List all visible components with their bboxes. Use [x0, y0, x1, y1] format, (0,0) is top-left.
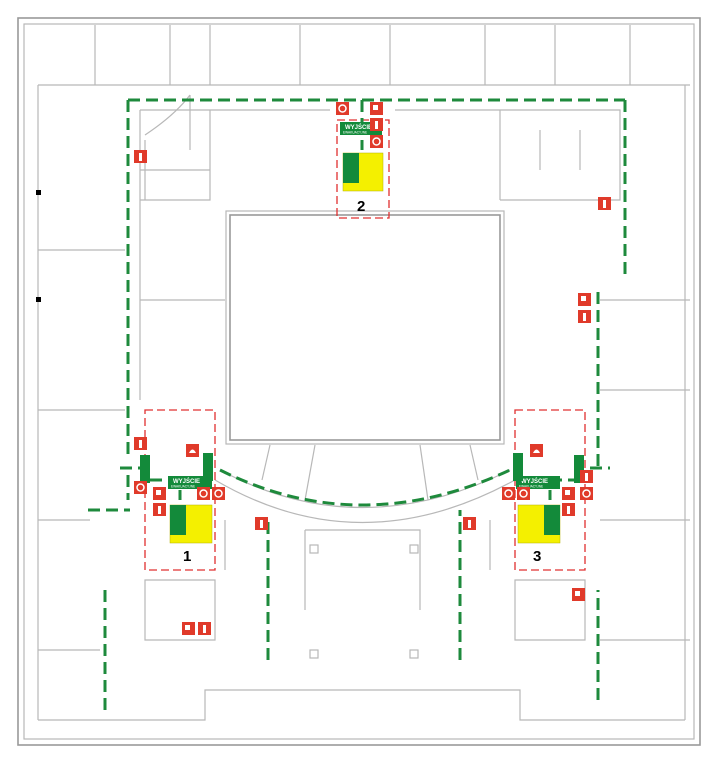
fire-extinguisher-icon [255, 517, 268, 530]
fire-extinguisher-icon [580, 470, 593, 483]
stair-number-2: 2 [357, 198, 365, 215]
fire-alarm-button-icon [502, 487, 515, 500]
hydrant-icon [572, 588, 585, 601]
fire-blanket-icon [530, 444, 543, 457]
exit-sign-vertical [140, 455, 150, 483]
svg-text:EWAKUACYJNE: EWAKUACYJNE [519, 485, 543, 489]
fire-extinguisher-icon [134, 437, 147, 450]
walls [17, 17, 701, 746]
safety-icons [134, 102, 611, 635]
staircase-1 [169, 504, 213, 544]
staircase-3 [517, 504, 561, 544]
fire-alarm-button-icon [580, 487, 593, 500]
running-man-icon [170, 505, 186, 535]
fire-extinguisher-icon [153, 503, 166, 516]
exit-sign-1: WYJŚCIE EWAKUACYJNE [168, 476, 212, 489]
fire-blanket-icon [186, 444, 199, 457]
evacuation-routes [88, 98, 627, 710]
hydrant-icon [578, 293, 591, 306]
fire-alarm-button-icon [517, 487, 530, 500]
fire-alarm-button-icon [370, 135, 383, 148]
stair-number-3: 3 [533, 548, 541, 565]
stair-number-1: 1 [183, 548, 191, 565]
hydrant-icon [153, 487, 166, 500]
fire-alarm-button-icon [197, 487, 210, 500]
fire-extinguisher-icon [134, 150, 147, 163]
fire-extinguisher-icon [463, 517, 476, 530]
exit-sign-vertical [574, 455, 584, 483]
hydrant-icon [370, 102, 383, 115]
exit-sign-3: WYJŚCIE EWAKUACYJNE [516, 476, 560, 489]
exit-sign-vertical [513, 453, 523, 481]
fire-extinguisher-icon [578, 310, 591, 323]
fire-extinguisher-icon [562, 503, 575, 516]
svg-text:WYJŚCIE: WYJŚCIE [521, 478, 548, 485]
running-man-icon [343, 153, 359, 183]
svg-text:WYJŚCIE: WYJŚCIE [345, 124, 372, 131]
running-man-icon [544, 505, 560, 535]
staircase-2 [342, 152, 384, 192]
fire-alarm-button-icon [134, 481, 147, 494]
fire-alarm-button-icon [336, 102, 349, 115]
svg-text:EWAKUACYJNE: EWAKUACYJNE [171, 485, 195, 489]
fire-extinguisher-icon [198, 622, 211, 635]
fire-alarm-button-icon [212, 487, 225, 500]
svg-text:WYJŚCIE: WYJŚCIE [173, 478, 200, 485]
exit-sign-vertical [203, 453, 213, 481]
svg-text:EWAKUACYJNE: EWAKUACYJNE [343, 131, 367, 135]
hydrant-icon [562, 487, 575, 500]
fire-extinguisher-icon [598, 197, 611, 210]
fire-extinguisher-icon [370, 118, 383, 131]
hydrant-icon [182, 622, 195, 635]
